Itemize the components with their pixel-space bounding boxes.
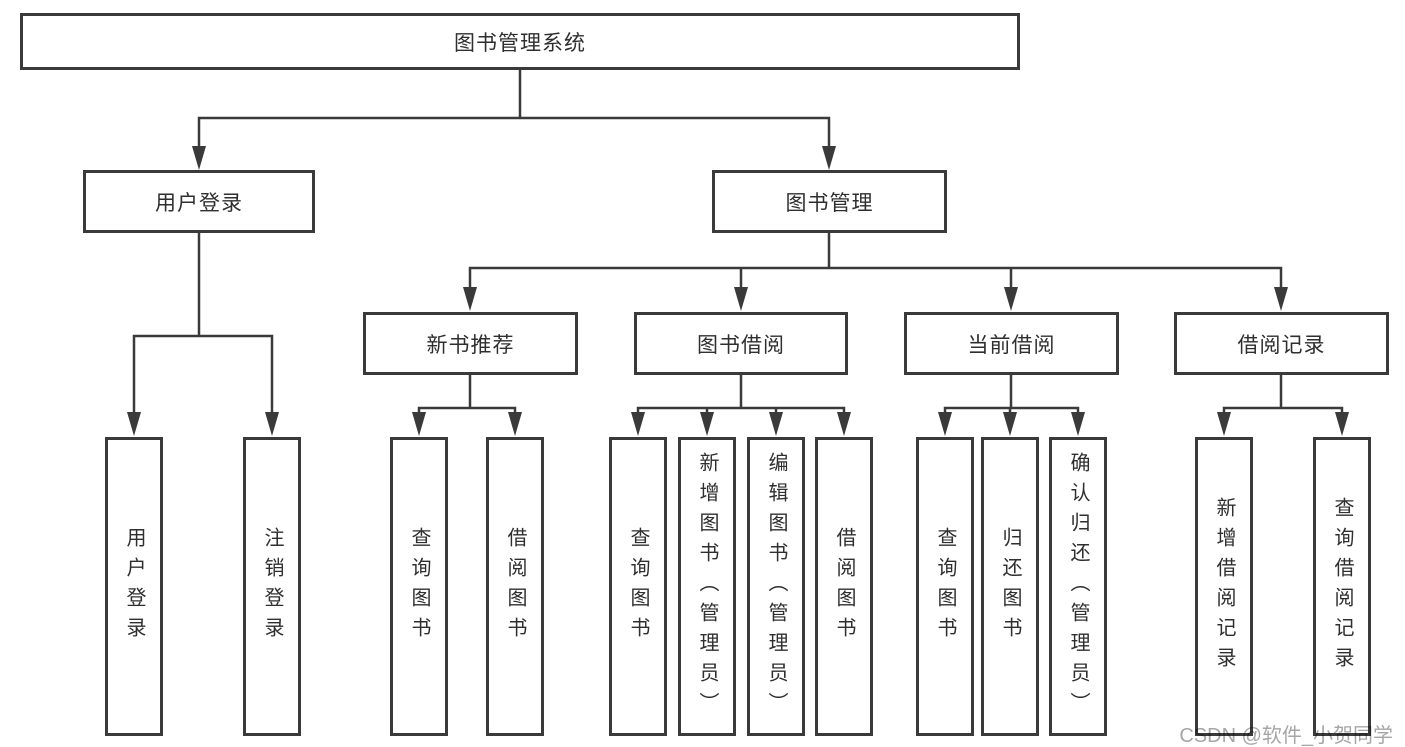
leaf-borrow-books-borrowing: 借阅图书 bbox=[815, 437, 873, 736]
leaf-add-borrow-record: 新增借阅记录 bbox=[1195, 437, 1253, 736]
leaf-borrow-books-newbook: 借阅图书 bbox=[486, 437, 544, 736]
node-user-login: 用户登录 bbox=[83, 170, 315, 233]
csdn-watermark: CSDN @软件_小贺同学 bbox=[1179, 725, 1393, 747]
node-library-management-system: 图书管理系统 bbox=[20, 13, 1020, 70]
leaf-logout: 注销登录 bbox=[243, 437, 301, 736]
arrowhead-icons bbox=[127, 146, 1349, 436]
node-borrowing-records: 借阅记录 bbox=[1174, 312, 1389, 375]
leaf-query-books-current: 查询图书 bbox=[916, 437, 974, 736]
leaf-confirm-return-admin: 确认归还（管理员） bbox=[1049, 437, 1107, 736]
node-new-book-recommendation: 新书推荐 bbox=[363, 312, 578, 375]
leaf-edit-books-admin: 编辑图书（管理员） bbox=[747, 437, 805, 736]
leaf-add-books-admin: 新增图书（管理员） bbox=[678, 437, 736, 736]
leaf-query-books-borrowing: 查询图书 bbox=[609, 437, 667, 736]
leaf-query-borrow-record: 查询借阅记录 bbox=[1313, 437, 1371, 736]
leaf-return-books: 归还图书 bbox=[981, 437, 1039, 736]
node-book-borrowing: 图书借阅 bbox=[634, 312, 848, 375]
node-book-management: 图书管理 bbox=[712, 170, 947, 233]
leaf-query-books-newbook: 查询图书 bbox=[390, 437, 448, 736]
node-current-borrowing: 当前借阅 bbox=[904, 312, 1119, 375]
leaf-user-login: 用户登录 bbox=[105, 437, 163, 736]
